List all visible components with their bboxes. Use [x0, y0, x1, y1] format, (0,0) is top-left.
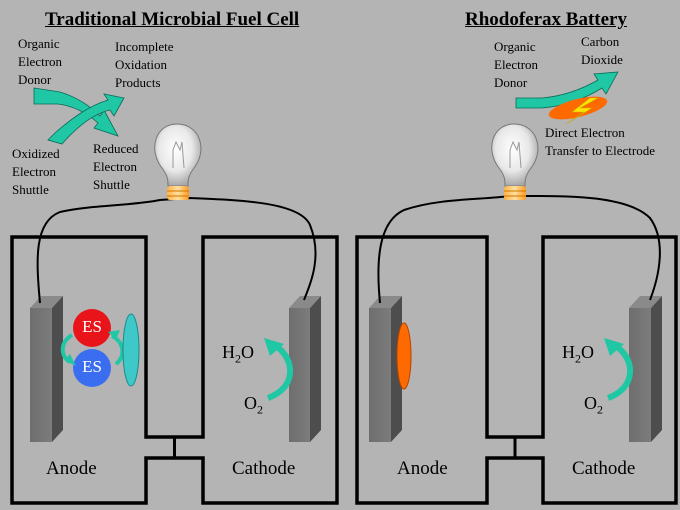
left-h2o-label: H2O [222, 342, 254, 366]
left-fuel-cell [10, 87, 339, 505]
right-cathode-electrode [629, 296, 662, 442]
right-o2-label: O2 [584, 393, 603, 417]
teal-arrow-icon [47, 93, 125, 145]
rhodoferax-bacterium-orange [396, 322, 412, 390]
cathode-reduction-arrow-icon [266, 343, 293, 401]
left-es-bottom-label: ES [82, 357, 102, 376]
left-es-red-circle [73, 309, 111, 347]
cathode-reduction-arrow-icon [264, 338, 284, 356]
left-redox-cross-arrows [33, 87, 125, 145]
right-title: Rhodoferax Battery [465, 9, 627, 30]
left-circuit-wire [36, 196, 317, 304]
right-circuit-wire [377, 195, 661, 304]
lightning-bolt-icon [565, 97, 600, 125]
teal-arrow-icon [515, 71, 619, 109]
left-es-top-label: ES [82, 317, 102, 336]
right-rhodoferax-cell [355, 71, 678, 505]
left-cathode-electrode [289, 296, 321, 442]
left-bacterium-cyan [122, 313, 140, 387]
right-anode-label: Anode [397, 458, 448, 479]
left-anode-label: Anode [46, 458, 97, 479]
left-light-bulb [154, 123, 202, 200]
es-cycle-arrow-icon [110, 334, 125, 366]
right-cathode-label: Cathode [572, 458, 636, 479]
right-light-bulb [491, 123, 539, 200]
left-es-blue-circle [73, 349, 111, 387]
left-title: Traditional Microbial Fuel Cell [45, 9, 300, 30]
left-cathode-label: Cathode [232, 458, 296, 479]
right-cell-container [355, 235, 678, 505]
cathode-reduction-arrow-icon [606, 343, 633, 401]
left-anode-electrode [30, 296, 63, 442]
es-cycle-arrow-icon [108, 330, 120, 340]
right-h2o-label: H2O [562, 342, 594, 366]
left-o2-label: O2 [244, 393, 263, 417]
teal-arrow-icon [33, 87, 119, 137]
right-oxidation-arrow [515, 71, 619, 125]
es-cycle-arrow-icon [64, 354, 76, 366]
cathode-reduction-arrow-icon [604, 338, 624, 356]
left-cell-container [10, 235, 339, 505]
